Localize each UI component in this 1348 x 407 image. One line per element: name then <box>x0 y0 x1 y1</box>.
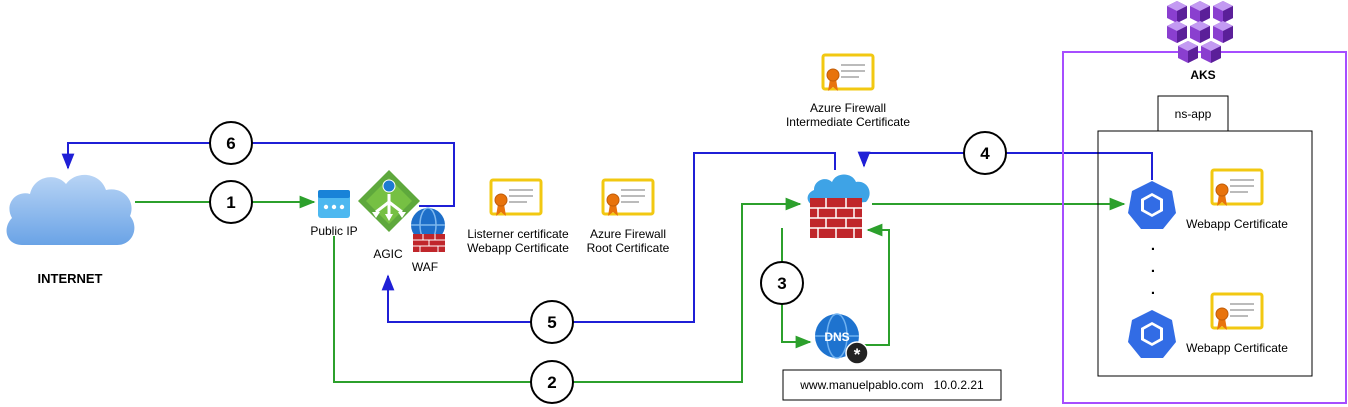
step-number: 2 <box>547 373 556 392</box>
step-marker-2: 2 <box>530 360 574 404</box>
ellipsis-dot: . <box>1151 237 1155 254</box>
step-number: 5 <box>547 313 556 332</box>
step-number: 6 <box>226 134 235 153</box>
waf-icon <box>411 207 445 252</box>
kubernetes-pod-icon <box>1128 181 1176 229</box>
listener-cert-label-line2: Webapp Certificate <box>467 241 569 255</box>
certificate-icon <box>601 178 655 218</box>
svg-text:*: * <box>854 345 861 364</box>
webapp-cert-label-1: Webapp Certificate <box>1186 217 1288 231</box>
namespace-label: ns-app <box>1175 107 1212 121</box>
step-marker-6: 6 <box>209 121 253 165</box>
aks-label: AKS <box>1190 68 1215 82</box>
internet-label: INTERNET <box>38 271 103 286</box>
public-ip-label: Public IP <box>310 224 357 238</box>
intermediate-cert-label-line1: Azure Firewall <box>810 101 886 115</box>
webapp-cert-label-2: Webapp Certificate <box>1186 341 1288 355</box>
aks-cluster-icon <box>1167 1 1233 63</box>
root-cert-label-line1: Azure Firewall <box>590 227 666 241</box>
step-number: 3 <box>777 274 786 293</box>
firewall-icon <box>807 174 870 238</box>
flow-line-step-5 <box>381 152 836 323</box>
app-gateway-icon <box>358 170 420 232</box>
step-number: 4 <box>980 144 990 163</box>
cloud-icon <box>6 174 135 246</box>
agic-label: AGIC <box>373 247 403 261</box>
step-marker-4: 4 <box>963 131 1007 175</box>
dns-icon: DNS * <box>815 313 869 365</box>
step-marker-5: 5 <box>530 300 574 344</box>
dns-record-text: www.manuelpablo.com 10.0.2.21 <box>799 378 984 392</box>
flow-line-step-6 <box>61 142 455 207</box>
dns-icon-text: DNS <box>824 330 849 344</box>
ellipsis-dot: . <box>1151 259 1155 276</box>
flow-line-step-3-up <box>864 223 890 346</box>
step-marker-3: 3 <box>760 261 804 305</box>
flow-line-step-4 <box>857 151 1153 180</box>
intermediate-cert-label-line2: Intermediate Certificate <box>786 115 910 129</box>
certificate-icon <box>489 178 543 218</box>
step-number: 1 <box>226 193 235 212</box>
namespace-label-box <box>1157 95 1229 132</box>
kubernetes-pod-icon <box>1128 310 1176 358</box>
certificate-icon <box>821 53 875 93</box>
certificate-icon <box>1210 292 1264 332</box>
certificate-icon <box>1210 168 1264 208</box>
step-marker-1: 1 <box>209 180 253 224</box>
listener-cert-label-line1: Listerner certificate <box>467 227 569 241</box>
public-ip-icon <box>318 190 350 218</box>
waf-label: WAF <box>412 260 438 274</box>
root-cert-label-line2: Root Certificate <box>587 241 670 255</box>
flow-line-step-2 <box>333 197 802 383</box>
ellipsis-dot: . <box>1151 281 1155 298</box>
dns-record-box: www.manuelpablo.com 10.0.2.21 <box>782 369 1002 401</box>
